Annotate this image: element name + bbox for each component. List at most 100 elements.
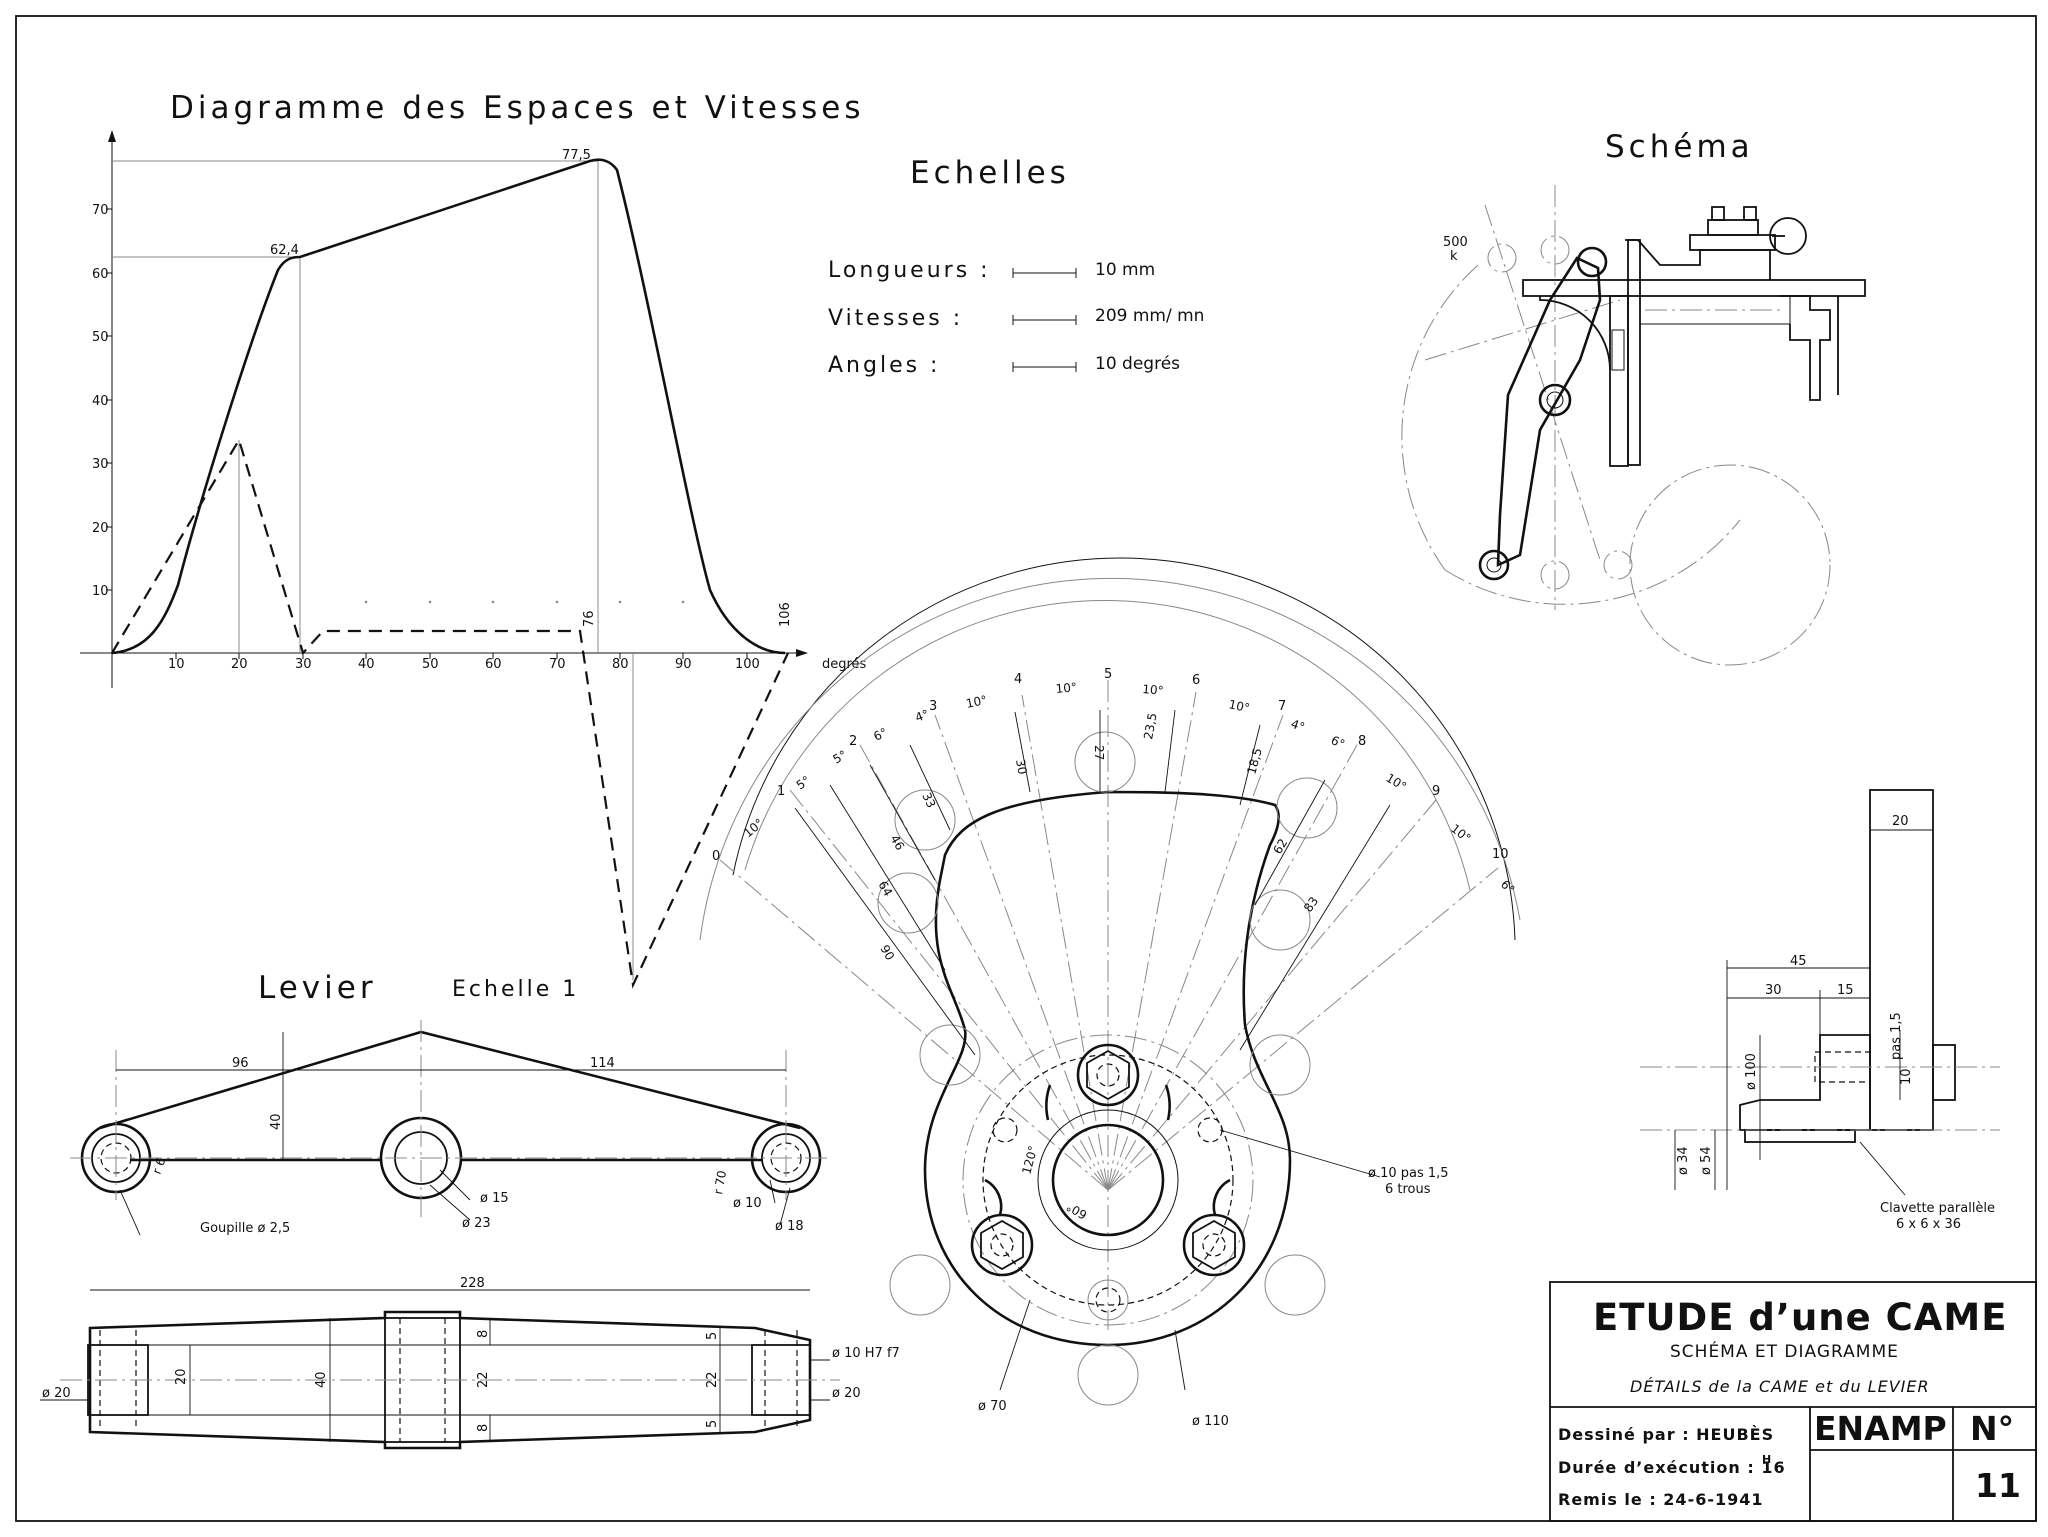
cam-drawing: 0 1 2 3 4 5 6 7 8 9 10 10° 5° 5° 6° 4° 1…	[699, 557, 1521, 1429]
cam-bolt-circle	[982, 1054, 1234, 1306]
cam-angle-120: 120°	[1019, 1144, 1040, 1176]
cam-radius-label: 30	[1013, 758, 1029, 775]
shaft-dim-20: 20	[1892, 814, 1909, 829]
scale-label-angles: Angles :	[828, 353, 940, 378]
end-angle-label: 106	[778, 602, 793, 627]
scale-value-speeds: 209 mm/ mn	[1095, 306, 1204, 326]
section-dim-20: 20	[174, 1368, 189, 1385]
schema-label-k: k	[1450, 249, 1458, 264]
shaft-dim-30: 30	[1765, 983, 1782, 998]
cam-division-label: 2	[849, 734, 857, 749]
cam-division-label: 0	[712, 849, 720, 864]
schema-label-500: 500	[1443, 235, 1468, 250]
cam-division-label: 1	[777, 784, 785, 799]
diagram-title: Diagramme des Espaces et Vitesses	[170, 90, 864, 126]
x-tick-label: 10	[168, 657, 185, 672]
cam-radius-label: 64	[875, 879, 895, 899]
section-dim-22-left: 22	[476, 1371, 491, 1388]
cam-division-label: 10	[1492, 847, 1509, 862]
shaft-dim-10: 10	[1899, 1068, 1914, 1085]
scale-bars	[1012, 268, 1077, 372]
cam-division-label: 9	[1432, 784, 1440, 799]
section-dim-40: 40	[314, 1371, 329, 1388]
scales-title: Echelles	[910, 155, 1070, 191]
scale-value-lengths: 10 mm	[1095, 260, 1155, 280]
schema-title: Schéma	[1605, 129, 1754, 165]
cam-holes-count: 6 trous	[1385, 1182, 1431, 1197]
cam-d110: ø 110	[1192, 1414, 1229, 1429]
shaft-dim-45: 45	[1790, 954, 1807, 969]
section-dim-5-bottom: 5	[705, 1420, 720, 1428]
cam-angle-label: 10°	[965, 693, 989, 711]
section-dim-8-top: 8	[476, 1330, 491, 1338]
lever-dim-d23: ø 23	[462, 1216, 491, 1231]
lever-dim-d18: ø 18	[775, 1219, 804, 1234]
space-speed-diagram: Diagramme des Espaces et Vitesses 10 20 …	[80, 90, 867, 989]
cam-profile	[923, 790, 1292, 1347]
section-dim-fit: ø 10 H7 f7	[832, 1346, 900, 1361]
cam-division-label: 7	[1278, 699, 1286, 714]
y-axis-arrow	[108, 130, 116, 142]
x-unit-label: degrés	[822, 657, 867, 672]
peak-label: 77,5	[562, 148, 591, 163]
y-tick-label: 70	[92, 203, 109, 218]
cam-small-holes	[992, 1117, 1223, 1313]
cam-angle-label: 4°	[913, 707, 931, 725]
cam-pitch-circle	[962, 1034, 1254, 1326]
cam-radius-label: 23,5	[1141, 712, 1159, 741]
titleblock-drawn-by: Dessiné par : HEUBÈS	[1558, 1425, 1774, 1444]
lever-plan-view: Levier Echelle 1 96 114 40 r 6 r 70 ø 15…	[70, 970, 830, 1236]
section-dim-5-top: 5	[705, 1332, 720, 1340]
shaft-dim-d100: ø 100	[1744, 1053, 1759, 1090]
section-dim-d20: ø 20	[42, 1386, 71, 1401]
shaft-key-size: 6 x 6 x 36	[1896, 1217, 1961, 1232]
shaft-key-label: Clavette parallèle	[1880, 1201, 1995, 1216]
cam-angle-label: 10°	[1383, 771, 1408, 794]
titleblock-subtitle2: DÉTAILS de la CAME et du LEVIER	[1630, 1377, 1930, 1396]
cam-radius-label: 90	[877, 943, 897, 963]
titleblock-subtitle: SCHÉMA ET DIAGRAMME	[1670, 1340, 1899, 1362]
cam-radius-labels: 90 64 46 33 30 27 23,5 18,5 62 83	[875, 712, 1321, 963]
y-tick-label: 50	[92, 330, 109, 345]
shaft-dim-d34: ø 34	[1676, 1146, 1691, 1175]
lever-pin-label: Goupille ø 2,5	[200, 1221, 290, 1236]
lever-dim-40: 40	[269, 1113, 284, 1130]
shaft-detail: 20 45 30 15 ø 100 pas 1,5 10 ø 34 ø 54 C…	[1640, 789, 2000, 1232]
x-axis-arrow	[796, 649, 808, 657]
title-block: ETUDE d’une CAME SCHÉMA ET DIAGRAMME DÉT…	[1549, 1281, 2037, 1522]
lever-dim-96: 96	[232, 1056, 249, 1071]
x-tick-label: 30	[295, 657, 312, 672]
x-tick-label: 50	[422, 657, 439, 672]
y-tick-label: 30	[92, 457, 109, 472]
lever-dim-r70: r 70	[711, 1169, 729, 1195]
cam-radius-label: 18,5	[1244, 746, 1264, 775]
cam-radius-label: 46	[887, 833, 907, 853]
cam-angle-label: 10°	[1448, 821, 1473, 845]
lever-section-view: 228 ø 20 20 40 8 8 22 22 5 5 ø 20	[40, 1276, 900, 1450]
cam-angle-label: 10°	[741, 816, 766, 840]
shaft-dim-pitch: pas 1,5	[1889, 1012, 1904, 1060]
cam-boss	[1037, 1109, 1179, 1251]
titleblock-submitted: Remis le : 24-6-1941	[1558, 1490, 1764, 1509]
lever-scale: Echelle 1	[452, 977, 579, 1002]
scales-panel: Echelles Longueurs : Vitesses : Angles :…	[828, 155, 1204, 378]
x-tick-label: 20	[231, 657, 248, 672]
y-tick-label: 40	[92, 394, 109, 409]
lever-dim-d15: ø 15	[480, 1191, 509, 1206]
speed-curve	[111, 437, 789, 989]
x-tick-label: 70	[549, 657, 566, 672]
x-tick-label: 60	[485, 657, 502, 672]
cam-angle-label: 10°	[1055, 680, 1077, 696]
cam-radial-lines	[719, 680, 1499, 1330]
cam-angle-label: 10°	[1142, 682, 1164, 698]
cam-division-labels: 0 1 2 3 4 5 6 7 8 9 10	[712, 667, 1509, 864]
scale-value-angles: 10 degrés	[1095, 354, 1180, 374]
guide-dots	[364, 600, 685, 604]
cam-angle-label: 4°	[1289, 717, 1307, 735]
turn-angle-label: 76	[582, 610, 597, 627]
x-tick-label: 80	[612, 657, 629, 672]
y-tick-label: 20	[92, 521, 109, 536]
x-tick-label: 40	[358, 657, 375, 672]
titleblock-title: ETUDE d’une CAME	[1593, 1296, 2008, 1339]
